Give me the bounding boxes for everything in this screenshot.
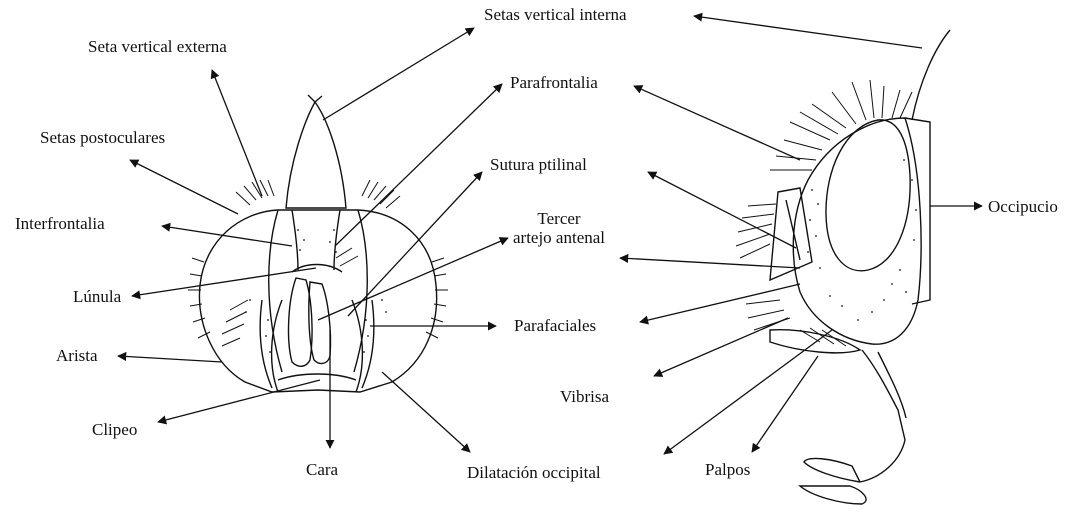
right-eye-inner-edge — [354, 210, 367, 372]
label-sutura-ptilinal: Sutura ptilinal — [490, 155, 587, 174]
label-seta-vertical-externa: Seta vertical externa — [88, 37, 227, 56]
vertical-bristle — [912, 30, 950, 120]
lateral-head-outline — [793, 118, 921, 344]
label-dilatacion-occipital: Dilatación occipital — [467, 463, 601, 482]
arrow-vibrisa — [654, 318, 788, 376]
arrow-tercer-artejo-lateral — [620, 258, 800, 268]
lateral-view-stipple — [807, 159, 917, 321]
arrow-seta-vertical-externa — [212, 70, 262, 196]
proboscis — [860, 350, 906, 482]
label-tercer-artejo-antenal: Tercer artejo antenal — [500, 209, 618, 247]
label-cara: Cara — [306, 460, 338, 479]
label-parafaciales: Parafaciales — [514, 316, 596, 335]
clypeus-edge — [278, 374, 356, 380]
arrow-sutura-ptilinal-front — [348, 172, 482, 316]
lateral-view-head — [770, 30, 950, 504]
left-eye-inner-edge — [269, 210, 282, 372]
label-clipeo: Clipeo — [92, 420, 137, 439]
label-tercer-artejo-antenal-line2: artejo antenal — [500, 228, 618, 247]
label-tercer-artejo-antenal-line1: Tercer — [500, 209, 618, 228]
arrow-parafrontalia-front — [335, 84, 502, 246]
label-lunula: Lúnula — [73, 287, 121, 306]
label-setas-postoculares: Setas postoculares — [40, 128, 165, 147]
parafacial-line-right — [362, 300, 374, 388]
occiput-plate — [905, 118, 930, 304]
label-palpos: Palpos — [705, 460, 750, 479]
label-vibrisa: Vibrisa — [560, 387, 609, 406]
label-arista: Arista — [56, 346, 98, 365]
label-occipucio: Occipucio — [988, 197, 1058, 216]
label-setas-vertical-interna: Setas vertical interna — [484, 5, 627, 24]
arrow-setas-postoculares — [130, 160, 238, 214]
label-interfrontalia: Interfrontalia — [15, 214, 105, 233]
arrow-arista — [118, 356, 222, 362]
arrow-dilatacion-occipital-lateral — [664, 330, 832, 454]
label-parafrontalia: Parafrontalia — [510, 73, 598, 92]
oral-margin — [770, 330, 860, 353]
arrow-parafaciales-lateral — [640, 284, 800, 322]
arrow-palpos — [752, 356, 818, 452]
arrow-sutura-ptilinal-lateral — [648, 172, 796, 248]
arrow-setas-vertical-interna-lateral — [694, 16, 922, 48]
arrow-clipeo — [158, 380, 320, 422]
front-view-bristles — [188, 180, 448, 346]
arrow-tercer-artejo-front — [318, 238, 508, 320]
labellum — [800, 459, 866, 504]
arrow-dilatacion-occipital-front — [382, 372, 470, 452]
arrow-setas-vertical-interna-front — [323, 28, 474, 120]
front-view-head — [199, 95, 436, 392]
frons-stripe — [292, 210, 340, 270]
arrow-lunula — [132, 268, 316, 296]
arrow-parafrontalia-lateral — [634, 86, 800, 160]
vertex-plate — [286, 102, 346, 208]
